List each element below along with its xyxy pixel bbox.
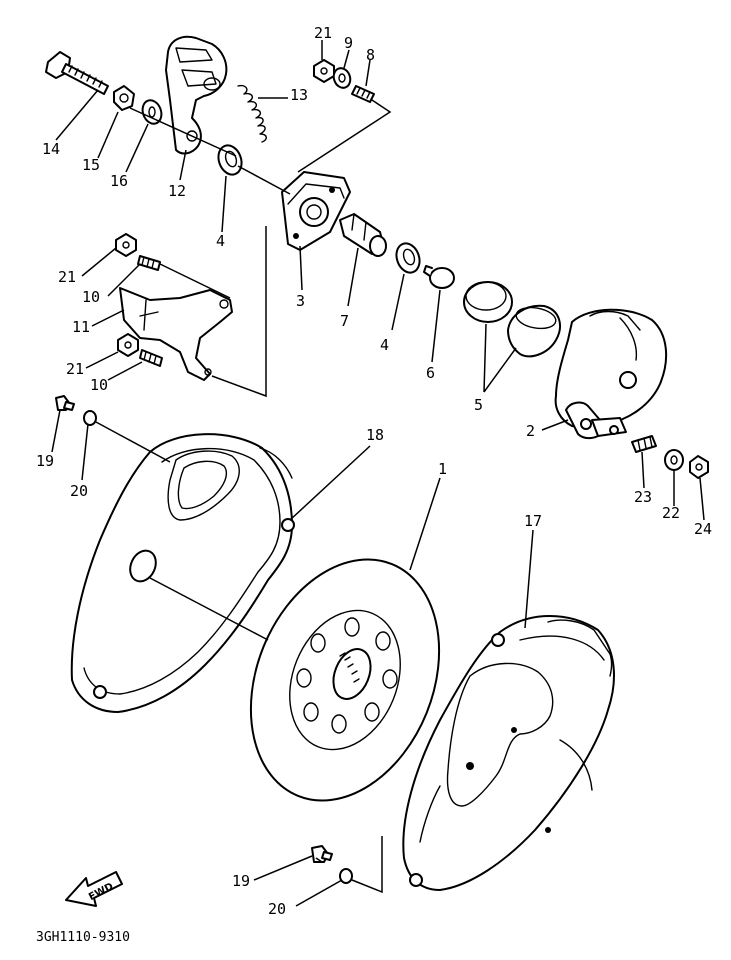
piston-pin-part-6 [423, 265, 455, 289]
callout-17: 17 [524, 512, 542, 530]
callout-14: 14 [42, 140, 60, 158]
callout-24: 24 [694, 520, 712, 538]
diagram-reference-code: 3GH1110-9310 [36, 930, 130, 945]
callout-10-upper: 10 [82, 288, 100, 306]
bracket-part-11 [119, 287, 233, 381]
brake-caliper-part-2 [554, 308, 668, 440]
callout-1: 1 [438, 460, 447, 478]
callout-4-left: 4 [216, 232, 225, 250]
washer-part-20-lower [339, 868, 353, 884]
screw-part-19-upper [55, 395, 75, 411]
disc-cover-part-17 [402, 615, 615, 891]
callout-19-lower: 19 [232, 872, 250, 890]
callout-5: 5 [474, 396, 483, 414]
bracket-plate-part-18 [70, 433, 295, 713]
callout-12: 12 [168, 182, 186, 200]
callout-20-upper: 20 [70, 482, 88, 500]
bolt-part-14 [45, 51, 109, 95]
return-spring-part-13 [237, 84, 267, 143]
callout-11: 11 [72, 318, 90, 336]
forward-direction-arrow-icon: FWD [65, 871, 123, 907]
callout-8: 8 [366, 46, 375, 64]
oil-seal-part-4-right [395, 242, 421, 274]
callout-9: 9 [344, 34, 353, 52]
washer-part-22 [664, 449, 684, 471]
nut-part-21-lower [117, 333, 139, 357]
stud-bolt-part-8 [351, 85, 375, 103]
nut-part-24 [689, 455, 709, 479]
callout-15: 15 [82, 156, 100, 174]
callout-21-upper: 21 [58, 268, 76, 286]
assembly-lines [95, 99, 392, 894]
callout-23: 23 [634, 488, 652, 506]
callout-7: 7 [340, 312, 349, 330]
washer-part-9 [332, 67, 352, 89]
bearing-plate-part-3 [281, 171, 351, 251]
callout-leaders [51, 40, 705, 907]
callout-4-right: 4 [380, 336, 389, 354]
callout-6: 6 [426, 364, 435, 382]
callout-13: 13 [290, 86, 308, 104]
nut-part-15 [113, 85, 135, 111]
callout-22: 22 [662, 504, 680, 522]
screw-part-19-lower [311, 845, 333, 863]
callout-3: 3 [296, 292, 305, 310]
stud-bolt-part-23 [631, 435, 657, 453]
washer-part-16 [141, 99, 163, 125]
callout-10-lower: 10 [90, 376, 108, 394]
brake-pad-part-5-right [507, 304, 561, 358]
callout-2: 2 [526, 422, 535, 440]
callout-21-lower: 21 [66, 360, 84, 378]
nut-part-21-top [313, 59, 335, 83]
brake-disc-part-1 [249, 558, 441, 802]
callout-labels: 21 9 8 13 14 15 16 12 4 3 7 4 6 5 2 21 1… [36, 24, 712, 918]
oil-seal-part-4-left [217, 144, 243, 176]
callout-21-top: 21 [314, 24, 332, 42]
washer-part-20-upper [83, 410, 97, 426]
callout-19-upper: 19 [36, 452, 54, 470]
brake-pad-part-5-left [463, 281, 513, 323]
cam-lever-part-12 [165, 35, 228, 155]
stud-bolt-part-10-lower [139, 349, 163, 367]
camshaft-part-7 [339, 213, 387, 257]
callout-16: 16 [110, 172, 128, 190]
callout-20-lower: 20 [268, 900, 286, 918]
nut-part-21-upper [115, 233, 137, 257]
stud-bolt-part-10-upper [137, 255, 161, 271]
callout-18: 18 [366, 426, 384, 444]
